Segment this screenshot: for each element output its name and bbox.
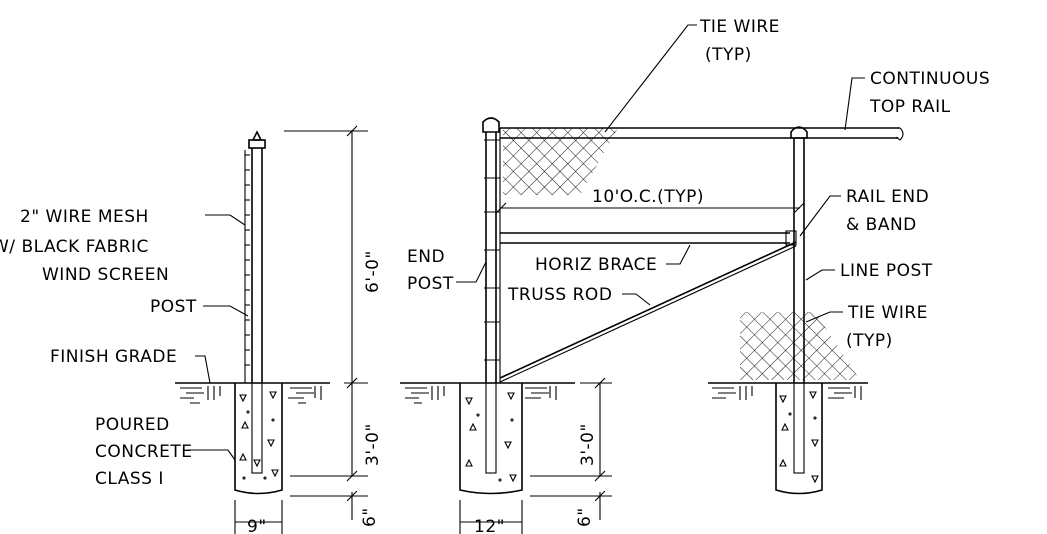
grade-hatch-right [712, 386, 862, 400]
wire-mesh-label-1: 2" WIRE MESH [20, 207, 149, 227]
spacing-label: 10'O.C.(TYP) [592, 187, 704, 207]
wire-mesh-label-3: WIND SCREEN [42, 265, 169, 285]
end-post-cap-icon [482, 117, 500, 133]
grade-hatch-left [180, 386, 322, 404]
tie-wire-mid-label-1: TIE WIRE [847, 303, 928, 323]
end-post-label-2: POST [407, 274, 454, 294]
horiz-brace-label: HORIZ BRACE [535, 255, 657, 275]
tie-wire-top-label-2: (TYP) [705, 45, 752, 65]
wire-mesh-label-2: W/ BLACK FABRIC [0, 237, 149, 257]
post-cap-icon [251, 130, 263, 141]
footing-extra-mid-dim: 6" [575, 507, 595, 527]
grade-hatch-mid [405, 386, 557, 404]
left-section [175, 125, 368, 534]
mesh-ticks [245, 154, 250, 366]
poured-concrete-label-3: CLASS I [95, 469, 164, 489]
fence-height-dim: 6'-0" [363, 250, 383, 293]
post-label: POST [150, 297, 197, 317]
aggregate-mid [465, 392, 517, 483]
rail-end-label-2: & BAND [846, 215, 917, 235]
footing-depth-mid-dim: 3'-0" [578, 423, 598, 466]
rail-end-label-1: RAIL END [846, 187, 929, 207]
footing-width-left-dim: 9" [247, 517, 267, 534]
aggregate-right [779, 391, 819, 484]
continuous-label-2: TOP RAIL [869, 97, 951, 117]
footing-width-mid-dim: 12" [474, 517, 505, 534]
footing-left [234, 383, 283, 495]
aggregate-left [239, 391, 279, 480]
fence-elevation [400, 117, 904, 534]
continuous-label-1: CONTINUOUS [870, 69, 990, 89]
tie-wire-top-label-1: TIE WIRE [699, 17, 780, 37]
tension-bands [484, 139, 500, 361]
poured-concrete-label-1: POURED [95, 415, 170, 435]
footing-right [775, 383, 823, 495]
line-post-label: LINE POST [840, 261, 933, 281]
footing-depth-left-dim: 3'-0" [363, 423, 383, 466]
finish-grade-label: FINISH GRADE [50, 347, 177, 367]
line-post-cap-icon [790, 126, 808, 139]
truss-rod-label: TRUSS ROD [507, 285, 612, 305]
poured-concrete-label-2: CONCRETE [95, 442, 193, 462]
footing-mid [459, 383, 523, 495]
footing-extra-left-dim: 6" [360, 507, 380, 527]
end-post-label-1: END [407, 247, 445, 267]
tie-wire-mid-label-2: (TYP) [846, 331, 893, 351]
